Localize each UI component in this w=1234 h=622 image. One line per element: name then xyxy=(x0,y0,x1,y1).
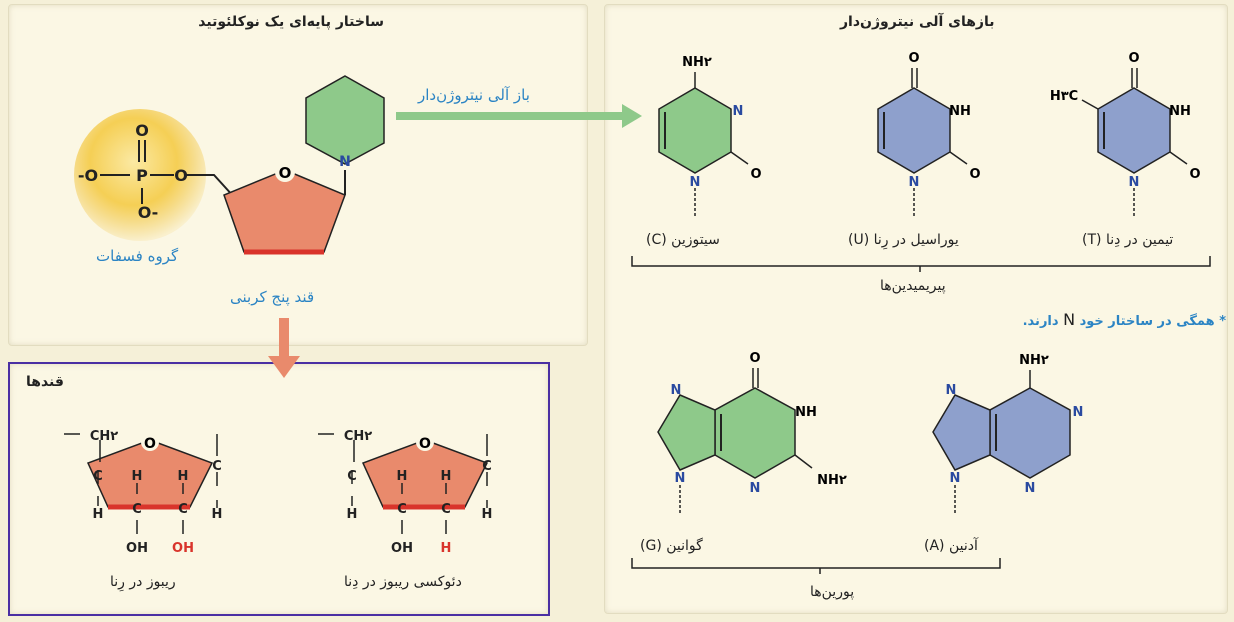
phosphate-circle xyxy=(74,109,206,241)
ribose-c3: C xyxy=(178,502,188,517)
guanine-n3: N xyxy=(750,481,761,496)
cytosine-n3: N xyxy=(733,104,744,119)
salmon-arrow-shaft xyxy=(279,318,289,358)
phosphate-o-left: -O xyxy=(78,166,98,185)
pyrimidines-label: پیریمیدین‌ها xyxy=(880,278,946,294)
deoxyribose-label: دئوکسی ریبوز در دِنا xyxy=(344,574,462,590)
deoxy-h-red: H xyxy=(441,541,452,556)
adenine-nh2: NH۲ xyxy=(1019,353,1049,368)
uracil-label: یوراسیل در رِنا (U) xyxy=(848,232,959,248)
thymine-o: O xyxy=(1189,167,1200,182)
phosphate-label: گروه فسفات xyxy=(96,247,179,265)
guanine-o: O xyxy=(749,351,760,366)
thymine-label: تیمین در دِنا (T) xyxy=(1082,232,1174,248)
adenine-n1: N xyxy=(1073,405,1084,420)
deoxy-h2: H xyxy=(397,469,408,484)
deoxy-oh1: OH xyxy=(391,541,413,556)
phosphate-o-right: O xyxy=(174,166,188,185)
adenine-n9: N xyxy=(950,471,961,486)
sugar-ring-o: O xyxy=(279,164,292,182)
note-text: * همگی در ساختار خود N دارند. xyxy=(1023,310,1226,329)
guanine-n9: N xyxy=(675,471,686,486)
purines-bracket xyxy=(631,558,1001,574)
bases-title: بازهای آلی نیتروژن‌دار xyxy=(840,14,995,30)
ribose-structure: O CH۲ C H H C OH H C OH C H xyxy=(64,429,222,556)
ribose-h3: H xyxy=(178,469,189,484)
adenine-structure: NH۲ N N N N xyxy=(932,353,1084,515)
ribose-label: ریبوز در رِنا xyxy=(110,574,176,590)
thymine-n1: N xyxy=(1129,175,1140,190)
ribose-o: O xyxy=(144,436,156,452)
thymine-nh: NH xyxy=(1169,104,1191,119)
base-label: باز آلی نیتروژن‌دار xyxy=(418,86,530,104)
sugar-pentagon xyxy=(223,169,346,253)
deoxy-c1: C xyxy=(347,469,357,484)
note-n: N xyxy=(1063,310,1076,329)
note-suffix: دارند. xyxy=(1022,314,1059,329)
uracil-nh: NH xyxy=(949,104,971,119)
phosphate-o-bottom: O- xyxy=(138,203,159,222)
phosphate-p: P xyxy=(136,166,148,185)
adenine-label: آدنین (A) xyxy=(924,538,978,554)
deoxy-c3: C xyxy=(441,502,451,517)
guanine-label: گوانین (G) xyxy=(640,538,703,554)
base-ring-n: N xyxy=(339,154,351,170)
note-prefix: * همگی در ساختار خود xyxy=(1079,314,1226,329)
ribose-h2: H xyxy=(132,469,143,484)
deoxy-c2: C xyxy=(397,502,407,517)
thymine-o-top: O xyxy=(1128,51,1139,66)
guanine-nh: NH xyxy=(795,405,817,420)
guanine-n7: N xyxy=(671,383,682,398)
uracil-n1: N xyxy=(909,175,920,190)
deoxy-h3: H xyxy=(441,469,452,484)
guanine-nh2: NH۲ xyxy=(817,473,847,488)
ribose-h4: H xyxy=(212,507,223,522)
ribose-c1: C xyxy=(93,469,103,484)
cytosine-o: O xyxy=(750,167,761,182)
green-arrow-shaft xyxy=(396,112,624,120)
ribose-c2: C xyxy=(132,502,142,517)
cytosine-structure: NH۲ N O N xyxy=(658,55,762,218)
uracil-o-top: O xyxy=(908,51,919,66)
nucleotide-title: ساختار پایه‌ای یک نوکلئوتید xyxy=(198,14,384,30)
sugar-label: قند پنج کربنی xyxy=(230,288,315,306)
sugars-title: قندها xyxy=(26,374,64,390)
cytosine-label: سیتوزین (C) xyxy=(646,232,720,248)
uracil-structure: O NH O N xyxy=(877,51,981,218)
ribose-h1: H xyxy=(93,507,104,522)
deoxy-c4: C xyxy=(482,459,492,474)
pyrimidines-bracket xyxy=(631,256,1211,272)
adenine-n7: N xyxy=(946,383,957,398)
ribose-oh2: OH xyxy=(172,541,194,556)
deoxy-ch2: CH۲ xyxy=(344,429,372,444)
ribose-ch2: CH۲ xyxy=(90,429,118,444)
thymine-structure: O H۳C NH O N xyxy=(1050,51,1201,218)
purines-label: پورین‌ها xyxy=(810,584,855,600)
adenine-n3: N xyxy=(1025,481,1036,496)
green-arrow-head xyxy=(622,104,642,128)
phosphate-o-top: O xyxy=(135,121,149,140)
deoxy-h1: H xyxy=(347,507,358,522)
deoxy-h4: H xyxy=(482,507,493,522)
ribose-oh1: OH xyxy=(126,541,148,556)
deoxy-o: O xyxy=(419,436,431,452)
thymine-h3c: H۳C xyxy=(1050,89,1078,104)
base-hexagon xyxy=(305,75,385,165)
uracil-o: O xyxy=(969,167,980,182)
deoxyribose-structure: O CH۲ C H H C OH H C H C H xyxy=(318,429,492,556)
ribose-c4: C xyxy=(212,459,222,474)
salmon-arrow-head xyxy=(268,356,300,378)
guanine-structure: O NH NH۲ N N N xyxy=(657,351,847,515)
cytosine-nh2: NH۲ xyxy=(682,55,712,70)
cytosine-n1: N xyxy=(690,175,701,190)
